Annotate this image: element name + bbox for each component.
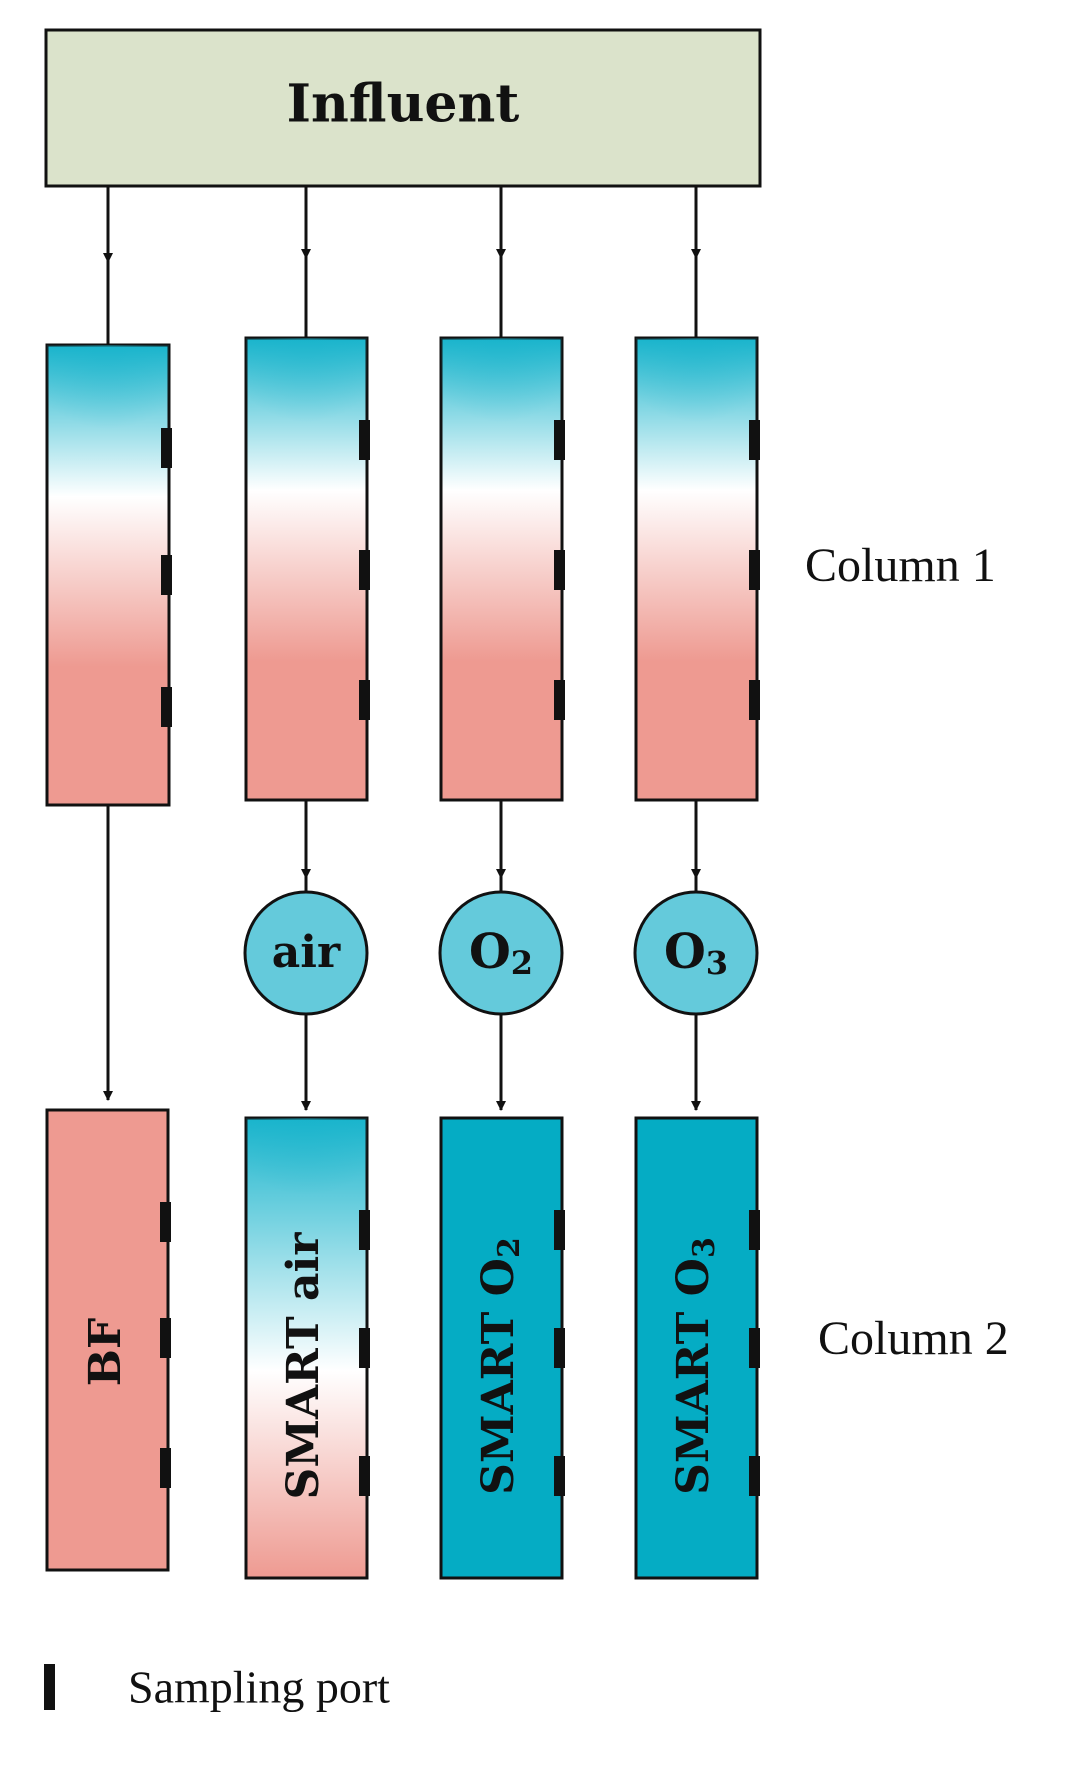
sampling-port	[749, 1456, 760, 1496]
sampling-port	[554, 550, 565, 590]
gas-label: O	[664, 924, 706, 980]
sampling-port	[160, 1202, 171, 1242]
column2-tank-smart-air: SMART air	[244, 1116, 370, 1580]
column1-label: Column 1	[805, 539, 996, 592]
sampling-port	[161, 555, 172, 595]
sampling-port	[749, 680, 760, 720]
svg-text:O3: O3	[664, 924, 728, 982]
sampling-port	[359, 1210, 370, 1250]
sampling-port	[554, 1328, 565, 1368]
column2-tank-smart-o3: SMART O3	[634, 1116, 760, 1580]
sampling-port	[161, 428, 172, 468]
column1-tank-air	[244, 336, 370, 802]
gas-label: air	[272, 927, 341, 978]
influent-box: Influent	[44, 28, 762, 188]
sampling-port	[359, 550, 370, 590]
column2-tank-label: BF	[80, 1318, 131, 1386]
sampling-port	[749, 1328, 760, 1368]
gas-label: O	[469, 924, 511, 980]
column2-tank-label: SMART O	[668, 1258, 719, 1495]
svg-text:SMART air: SMART air	[278, 1232, 329, 1500]
svg-text:SMART O2: SMART O2	[473, 1237, 528, 1495]
column2-tank-bf: BF	[45, 1108, 171, 1572]
svg-text:air: air	[272, 927, 341, 978]
column1-tank-bf	[45, 343, 172, 807]
sampling-port	[749, 420, 760, 460]
sampling-port	[749, 1210, 760, 1250]
influent-arrows	[103, 186, 701, 345]
column2-tank-smart-o2: SMART O2	[439, 1116, 565, 1580]
sampling-port-legend-icon	[44, 1664, 55, 1710]
sampling-port	[554, 1210, 565, 1250]
sampling-port	[160, 1318, 171, 1358]
sampling-port	[161, 687, 172, 727]
column2-tank-subscript: 2	[492, 1237, 527, 1258]
column2-tank-label: SMART air	[278, 1232, 329, 1500]
sampling-port	[359, 420, 370, 460]
column2-tank-label: SMART O	[473, 1258, 524, 1495]
column2-tank-subscript: 3	[687, 1237, 722, 1258]
sampling-port	[554, 420, 565, 460]
arrows-to-column2	[301, 1014, 701, 1111]
column1-tank-o3	[634, 336, 760, 802]
gas-circle-air: air	[243, 890, 369, 1016]
gas-subscript: 2	[511, 944, 533, 982]
sampling-port	[359, 1328, 370, 1368]
gas-circle-o3: O3	[633, 890, 759, 1016]
gas-circle-o2: O2	[438, 890, 564, 1016]
legend: Sampling port	[44, 1662, 390, 1713]
sampling-port	[749, 550, 760, 590]
gas-subscript: 3	[706, 944, 728, 982]
column1-tank-o2	[439, 336, 565, 802]
sampling-port	[359, 680, 370, 720]
column2-label: Column 2	[818, 1312, 1009, 1365]
sampling-port	[359, 1456, 370, 1496]
sampling-port	[554, 1456, 565, 1496]
column1-tanks	[45, 336, 760, 807]
sampling-port	[160, 1448, 171, 1488]
svg-text:BF: BF	[80, 1318, 131, 1386]
arrows-to-gas	[301, 800, 701, 891]
svg-text:O2: O2	[469, 924, 533, 982]
sampling-port	[554, 680, 565, 720]
svg-text:SMART O3: SMART O3	[668, 1237, 723, 1495]
legend-label: Sampling port	[128, 1662, 390, 1713]
influent-label: Influent	[287, 74, 520, 135]
